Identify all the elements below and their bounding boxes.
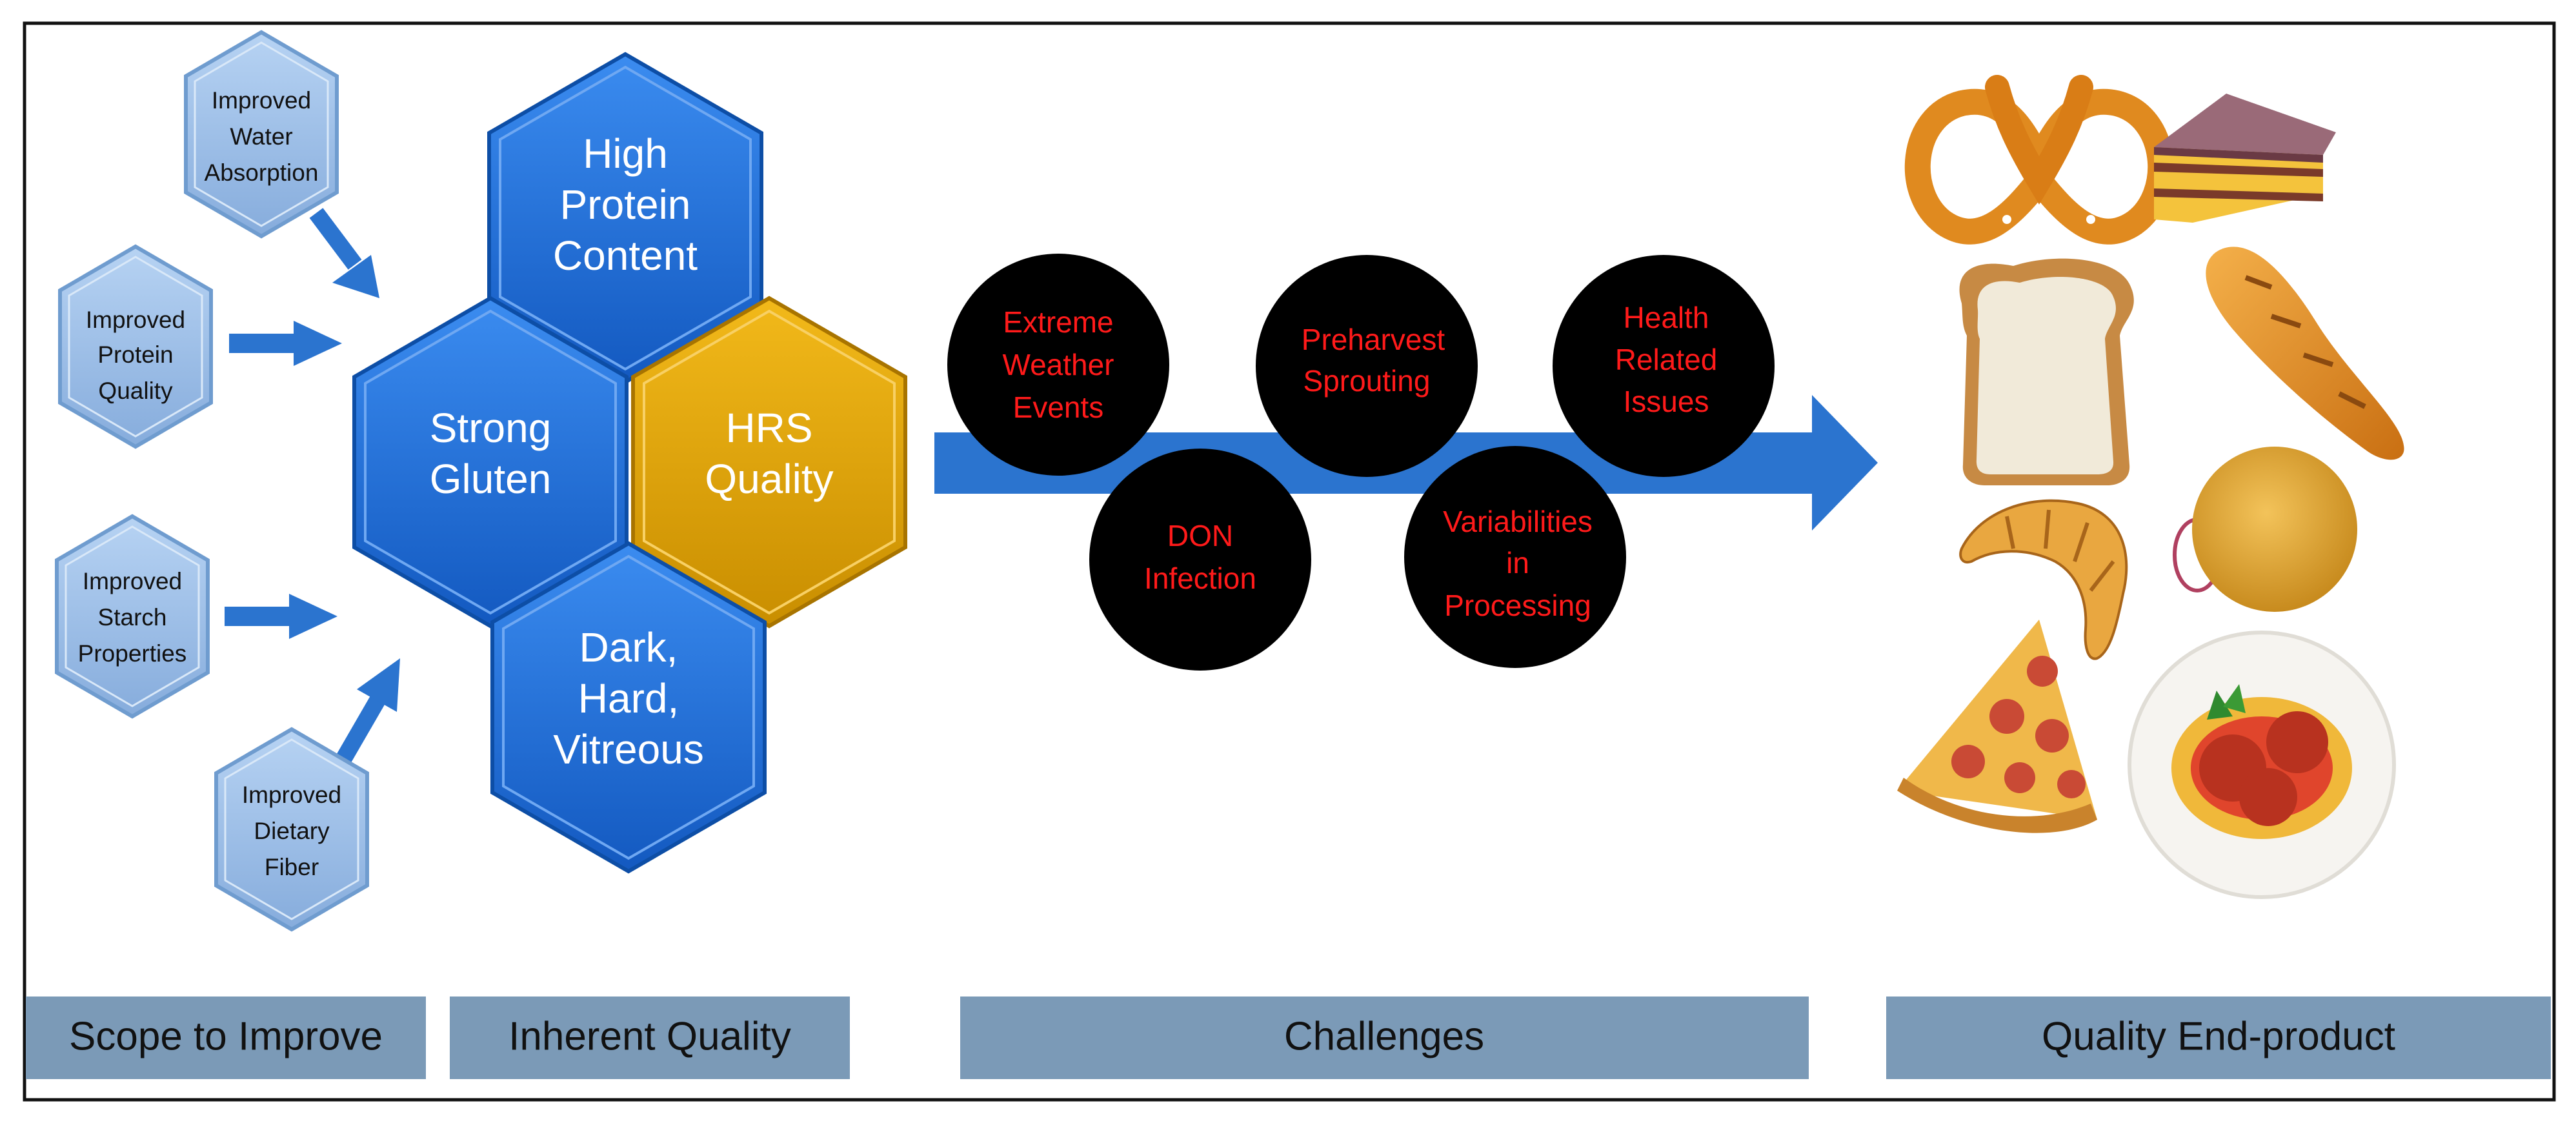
scope-label-line: Improved (212, 87, 311, 114)
hex-label-line: Quality (705, 456, 833, 502)
scope-label-line: Improved (242, 782, 341, 808)
scope-section: Improved Water Absorption Improved Prote… (55, 30, 400, 932)
scope-hex-protein-quality: Improved Protein Quality (58, 244, 213, 449)
pretzel-icon (1904, 75, 2174, 245)
spaghetti-icon (2128, 631, 2396, 899)
scope-label-line: Properties (78, 640, 187, 667)
end-product-section (1897, 75, 2404, 899)
scope-label-line: Water (230, 123, 292, 150)
hex-label-line: Protein (560, 181, 691, 228)
challenge-label-line: Events (1013, 390, 1104, 424)
challenges-section: Extreme Weather Events DON Infection Pre… (934, 254, 1878, 671)
scope-label-line: Absorption (205, 159, 319, 186)
scope-label-line: Improved (83, 568, 182, 594)
arrow-starch-properties (225, 594, 337, 639)
challenge-label-line: Extreme (1003, 305, 1113, 339)
croissant-icon (1959, 499, 2128, 660)
footer-end-product-label: Quality End-product (2042, 1014, 2395, 1058)
bun-icon (2173, 447, 2357, 612)
challenge-label-line: Variabilities (1443, 505, 1593, 538)
hex-strong-gluten: Strong Gluten (352, 296, 629, 629)
challenge-health-issues: Health Related Issues (1553, 255, 1775, 477)
footer-band-end-product (1886, 997, 2551, 1079)
scope-label-line: Improved (86, 307, 185, 333)
challenge-label-line: Health (1624, 301, 1709, 334)
hex-hrs-quality: HRS Quality (631, 296, 907, 629)
scope-label-line: Fiber (265, 854, 319, 880)
scope-label-line: Quality (98, 378, 173, 404)
challenge-label-line: Preharvest (1302, 323, 1445, 356)
baguette-icon (2206, 247, 2404, 460)
challenge-label-line: Infection (1144, 562, 1256, 595)
challenge-label-line: Processing (1444, 589, 1591, 622)
hex-label-line: High (583, 130, 668, 177)
scope-hex-dietary-fiber: Improved Dietary Fiber (214, 727, 369, 932)
challenge-label-line: Issues (1624, 385, 1709, 418)
hex-high-protein: High Protein Content (487, 52, 763, 385)
pizza-slice-icon (1897, 620, 2097, 833)
inherent-section: High Protein Content Strong Gluten HRS Q… (352, 52, 907, 874)
challenge-label-line: Related (1615, 343, 1718, 376)
hex-label-line: Strong (430, 405, 552, 451)
scope-hex-starch-properties: Improved Starch Properties (55, 514, 210, 719)
arrow-dietary-fiber (334, 658, 400, 766)
challenge-label-line: DON (1167, 519, 1233, 552)
footer-scope-label: Scope to Improve (69, 1014, 383, 1058)
footer-band-inherent (450, 997, 850, 1079)
arrow-protein-quality (229, 321, 342, 366)
scope-label-line: Starch (98, 604, 167, 631)
cake-icon (2154, 94, 2336, 223)
challenge-don-infection: DON Infection (1089, 449, 1311, 671)
hex-label-line: Gluten (430, 456, 552, 502)
hex-label-line: Content (553, 232, 698, 279)
hex-label-line: HRS (725, 405, 812, 451)
challenge-label-line: Sprouting (1303, 364, 1431, 398)
footer: Scope to Improve Inherent Quality Challe… (26, 997, 2551, 1079)
challenge-extreme-weather: Extreme Weather Events (947, 254, 1169, 476)
footer-inherent-label: Inherent Quality (508, 1014, 791, 1058)
scope-label-line: Protein (97, 341, 173, 368)
hex-label-line: Vitreous (553, 726, 704, 773)
scope-label-line: Dietary (254, 818, 330, 844)
footer-band-challenges (960, 997, 1809, 1079)
hex-dark-hard-vitreous: Dark, Hard, Vitreous (490, 541, 767, 874)
scope-hex-water-absorption: Improved Water Absorption (184, 30, 339, 239)
footer-band-scope (26, 997, 426, 1079)
footer-challenges-label: Challenges (1284, 1014, 1484, 1058)
challenge-preharvest-sprouting: Preharvest Sprouting (1256, 255, 1478, 477)
challenge-label-line: in (1506, 546, 1529, 580)
hex-label-line: Hard, (578, 675, 679, 722)
hex-label-line: Dark, (579, 624, 678, 671)
arrow-water-absorption (309, 208, 379, 298)
challenge-variabilities-processing: Variabilities in Processing (1404, 446, 1626, 668)
bread-slice-icon (1959, 258, 2134, 485)
challenge-label-line: Weather (1002, 348, 1114, 381)
